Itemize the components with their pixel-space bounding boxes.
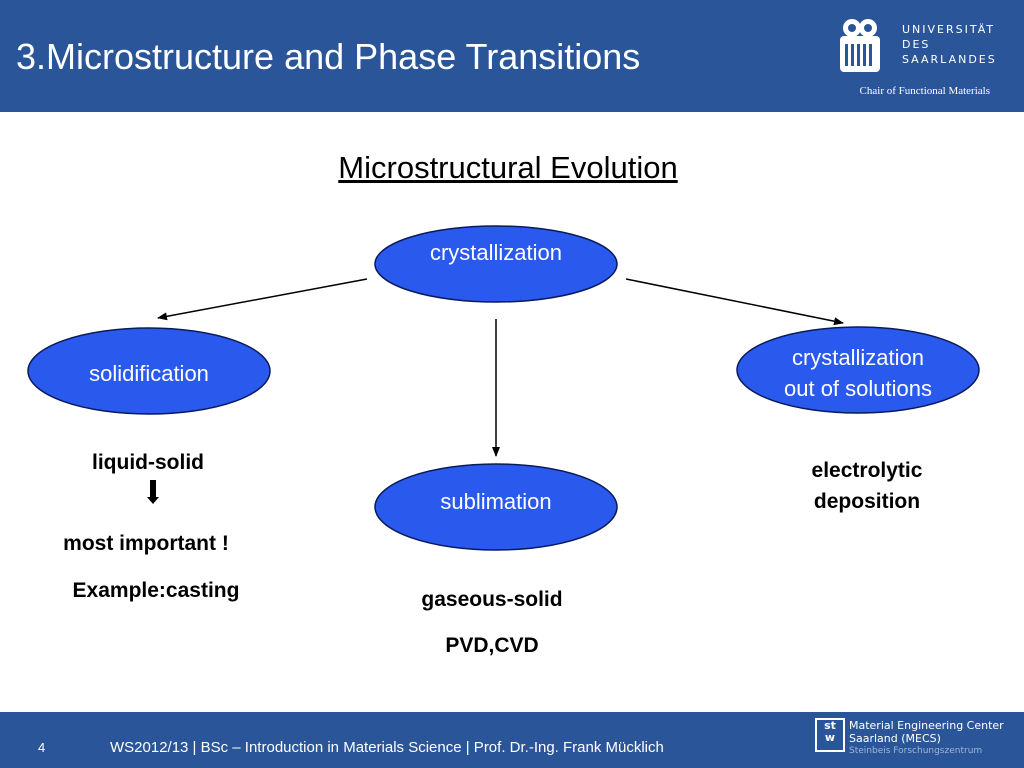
mecs-logo-icon: st w — [815, 718, 845, 752]
mecs-label: Material Engineering Center Saarland (ME… — [849, 719, 1004, 756]
slide-title: 3.Microstructure and Phase Transitions — [16, 36, 641, 77]
page-number: 4 — [38, 740, 46, 755]
node-label-crystallization-out-of-solutions: crystallization out of solutions — [784, 345, 932, 401]
diagram-title: Microstructural Evolution — [338, 150, 678, 185]
note-electrolytic-deposition: electrolytic deposition — [811, 459, 923, 513]
note-gaseous-solid: gaseous-solid — [421, 588, 563, 611]
note-most-important: most important ! — [63, 532, 229, 555]
note-example-casting: Example:casting — [72, 579, 240, 602]
footer-course-info: WS2012/13 | BSc – Introduction in Materi… — [110, 739, 664, 756]
node-crystallization-out-of-solutions — [736, 326, 980, 414]
footer-bar — [0, 712, 1024, 768]
university-name: UNIVERSITÄT DES SAARLANDES — [902, 23, 997, 66]
node-label-sublimation: sublimation — [440, 489, 552, 514]
arrow-to-solidification — [157, 278, 368, 321]
node-sublimation — [374, 463, 618, 551]
node-crystallization — [374, 225, 618, 303]
chair-label: Chair of Functional Materials — [859, 85, 990, 97]
node-solidification — [27, 327, 271, 415]
down-arrow-icon — [147, 480, 159, 504]
note-pvd-cvd: PVD,CVD — [445, 634, 539, 657]
note-liquid-solid: liquid-solid — [92, 451, 204, 474]
node-label-solidification: solidification — [89, 361, 209, 386]
university-logo — [840, 19, 880, 72]
node-label-crystallization: crystallization — [429, 240, 563, 265]
arrow-to-solutions — [625, 278, 844, 326]
